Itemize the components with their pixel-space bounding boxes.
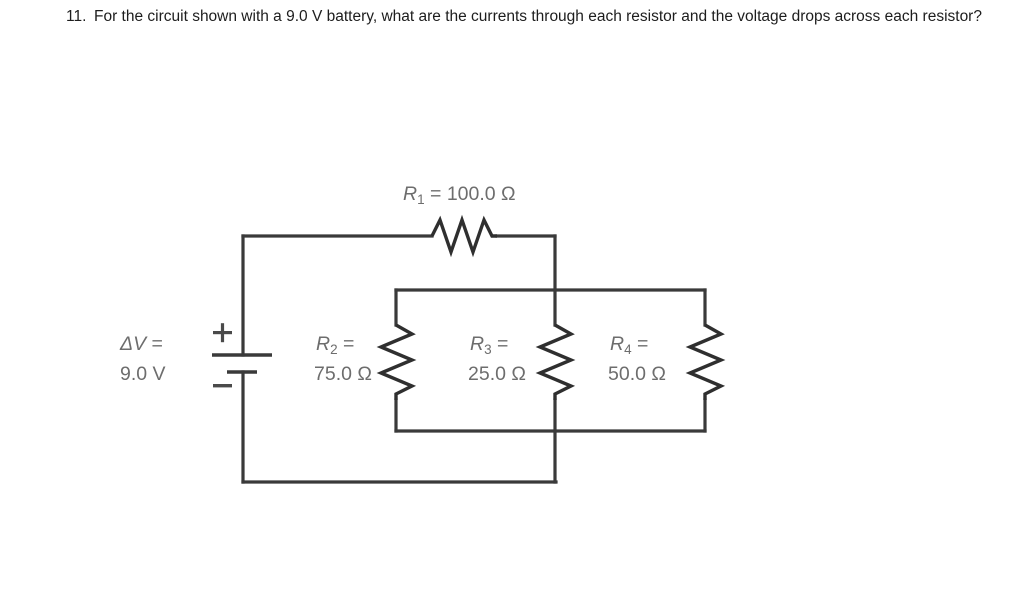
resistor-label-r4-line2: 50.0 Ω bbox=[608, 363, 666, 385]
resistor-label-r2-line1: R2 = bbox=[316, 333, 354, 357]
question-number: 11. bbox=[66, 8, 87, 25]
resistor-label-r3-line1: R3 = bbox=[470, 333, 508, 357]
resistor-label-r3-line2: 25.0 Ω bbox=[468, 363, 526, 385]
battery-label-line2: 9.0 V bbox=[120, 363, 166, 385]
battery-minus-sign bbox=[213, 384, 232, 388]
resistor-label-r4-line1: R4 = bbox=[610, 333, 648, 357]
question-text: For the circuit shown with a 9.0 V batte… bbox=[94, 8, 982, 25]
resistor-label-r2-line2: 75.0 Ω bbox=[314, 363, 372, 385]
resistor-symbol-r2 bbox=[376, 323, 417, 400]
question-block: 11. For the circuit shown with a 9.0 V b… bbox=[60, 6, 1000, 27]
battery-label-line1: ΔV = bbox=[119, 333, 163, 355]
resistor-symbol-r4 bbox=[685, 323, 726, 400]
question-row: 11. For the circuit shown with a 9.0 V b… bbox=[60, 6, 1000, 27]
resistor-symbol-r1 bbox=[430, 214, 497, 258]
resistor-label-r1: R1 = 100.0 Ω bbox=[403, 183, 516, 207]
resistor-symbol-r3 bbox=[535, 323, 576, 400]
battery-plus-sign bbox=[213, 323, 232, 343]
